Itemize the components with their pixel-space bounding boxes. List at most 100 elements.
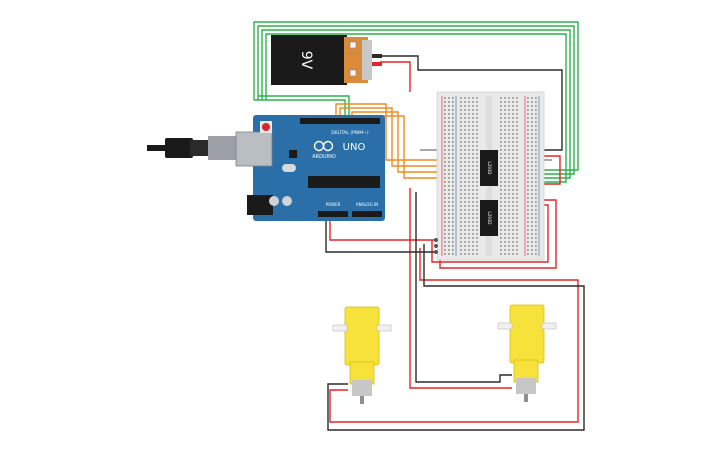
breadboard-hole bbox=[476, 217, 478, 219]
breadboard-hole bbox=[516, 253, 518, 255]
breadboard-hole bbox=[472, 213, 474, 215]
motor-left-axle bbox=[360, 396, 364, 404]
breadboard-hole bbox=[512, 249, 514, 251]
breadboard-hole bbox=[464, 253, 466, 255]
breadboard-hole bbox=[452, 129, 454, 131]
breadboard-hole bbox=[531, 117, 533, 119]
breadboard-hole bbox=[452, 245, 454, 247]
green-wire-5 bbox=[254, 99, 346, 118]
motor-left-shaft-right bbox=[376, 324, 392, 332]
breadboard-hole bbox=[468, 209, 470, 211]
breadboard-hole bbox=[531, 105, 533, 107]
breadboard-hole bbox=[527, 245, 529, 247]
breadboard-hole bbox=[512, 237, 514, 239]
breadboard-hole bbox=[535, 157, 537, 159]
breadboard-hole bbox=[452, 181, 454, 183]
breadboard-hole bbox=[476, 197, 478, 199]
breadboard-hole bbox=[468, 137, 470, 139]
breadboard-hole bbox=[472, 133, 474, 135]
breadboard-hole bbox=[444, 133, 446, 135]
breadboard-hole bbox=[452, 185, 454, 187]
breadboard-hole bbox=[452, 225, 454, 227]
usb-plug-neck bbox=[190, 140, 210, 156]
breadboard-hole bbox=[512, 149, 514, 151]
breadboard-hole bbox=[464, 217, 466, 219]
breadboard-hole bbox=[531, 185, 533, 187]
breadboard-hole bbox=[500, 109, 502, 111]
breadboard-hole bbox=[452, 173, 454, 175]
breadboard-hole bbox=[531, 189, 533, 191]
breadboard-hole bbox=[508, 149, 510, 151]
ic-1-body bbox=[480, 150, 498, 186]
breadboard-hole bbox=[448, 97, 450, 99]
breadboard-hole bbox=[468, 193, 470, 195]
breadboard-hole bbox=[516, 105, 518, 107]
breadboard-hole bbox=[527, 177, 529, 179]
battery-9v[interactable]: 9V bbox=[271, 35, 382, 85]
breadboard-hole bbox=[527, 181, 529, 183]
breadboard-hole bbox=[527, 129, 529, 131]
breadboard-hole bbox=[472, 141, 474, 143]
breadboard-hole bbox=[464, 153, 466, 155]
breadboard-hole bbox=[472, 221, 474, 223]
green-wire-6 bbox=[258, 95, 350, 118]
breadboard-hole bbox=[500, 181, 502, 183]
breadboard-hole bbox=[448, 237, 450, 239]
breadboard-hole bbox=[472, 173, 474, 175]
breadboard-hole bbox=[512, 145, 514, 147]
breadboard-hole bbox=[535, 221, 537, 223]
motor-left[interactable] bbox=[332, 306, 392, 404]
ic-1-chip[interactable]: L293D bbox=[480, 150, 498, 186]
ic-2-chip[interactable]: L293D bbox=[480, 200, 498, 236]
breadboard-hole bbox=[512, 101, 514, 103]
breadboard-hole bbox=[527, 213, 529, 215]
reset-button[interactable] bbox=[262, 123, 270, 131]
breadboard-hole bbox=[535, 133, 537, 135]
breadboard-hole bbox=[508, 181, 510, 183]
breadboard-hole bbox=[512, 173, 514, 175]
breadboard-hole bbox=[452, 189, 454, 191]
breadboard-hole bbox=[535, 97, 537, 99]
analog-header-label: ANALOG IN bbox=[356, 202, 378, 207]
breadboard-hole bbox=[460, 105, 462, 107]
breadboard-hole bbox=[512, 109, 514, 111]
breadboard-hole bbox=[468, 241, 470, 243]
breadboard-hole bbox=[460, 217, 462, 219]
arduino-uno-board[interactable]: DIGITAL (PWM~) ARDUINO UNO POWER ANALOG … bbox=[147, 115, 385, 221]
breadboard-hole bbox=[448, 161, 450, 163]
breadboard-hole bbox=[460, 125, 462, 127]
breadboard-hole bbox=[452, 149, 454, 151]
breadboard-hole bbox=[500, 153, 502, 155]
breadboard-hole bbox=[464, 229, 466, 231]
breadboard-hole bbox=[468, 197, 470, 199]
breadboard-hole bbox=[504, 213, 506, 215]
breadboard-hole bbox=[448, 137, 450, 139]
breadboard-hole bbox=[504, 105, 506, 107]
breadboard-hole bbox=[472, 193, 474, 195]
breadboard-hole bbox=[516, 149, 518, 151]
breadboard-hole bbox=[452, 145, 454, 147]
breadboard-hole bbox=[448, 209, 450, 211]
breadboard-hole bbox=[444, 237, 446, 239]
breadboard-hole bbox=[531, 101, 533, 103]
breadboard-hole bbox=[500, 237, 502, 239]
breadboard-hole bbox=[460, 213, 462, 215]
breadboard-hole bbox=[504, 125, 506, 127]
green-wires[interactable] bbox=[253, 21, 579, 183]
breadboard-hole bbox=[476, 253, 478, 255]
motor-right[interactable] bbox=[497, 304, 557, 402]
breadboard-hole bbox=[531, 109, 533, 111]
breadboard-hole bbox=[512, 141, 514, 143]
breadboard-hole bbox=[452, 237, 454, 239]
breadboard-hole bbox=[508, 225, 510, 227]
battery-connector-red bbox=[372, 62, 382, 66]
breadboard-hole bbox=[468, 181, 470, 183]
breadboard-hole bbox=[472, 161, 474, 163]
breadboard-hole bbox=[472, 97, 474, 99]
breadboard-hole bbox=[500, 193, 502, 195]
breadboard-hole bbox=[468, 201, 470, 203]
breadboard-hole bbox=[476, 161, 478, 163]
breadboard-hole bbox=[500, 217, 502, 219]
breadboard-hole bbox=[448, 173, 450, 175]
breadboard-hole bbox=[444, 245, 446, 247]
